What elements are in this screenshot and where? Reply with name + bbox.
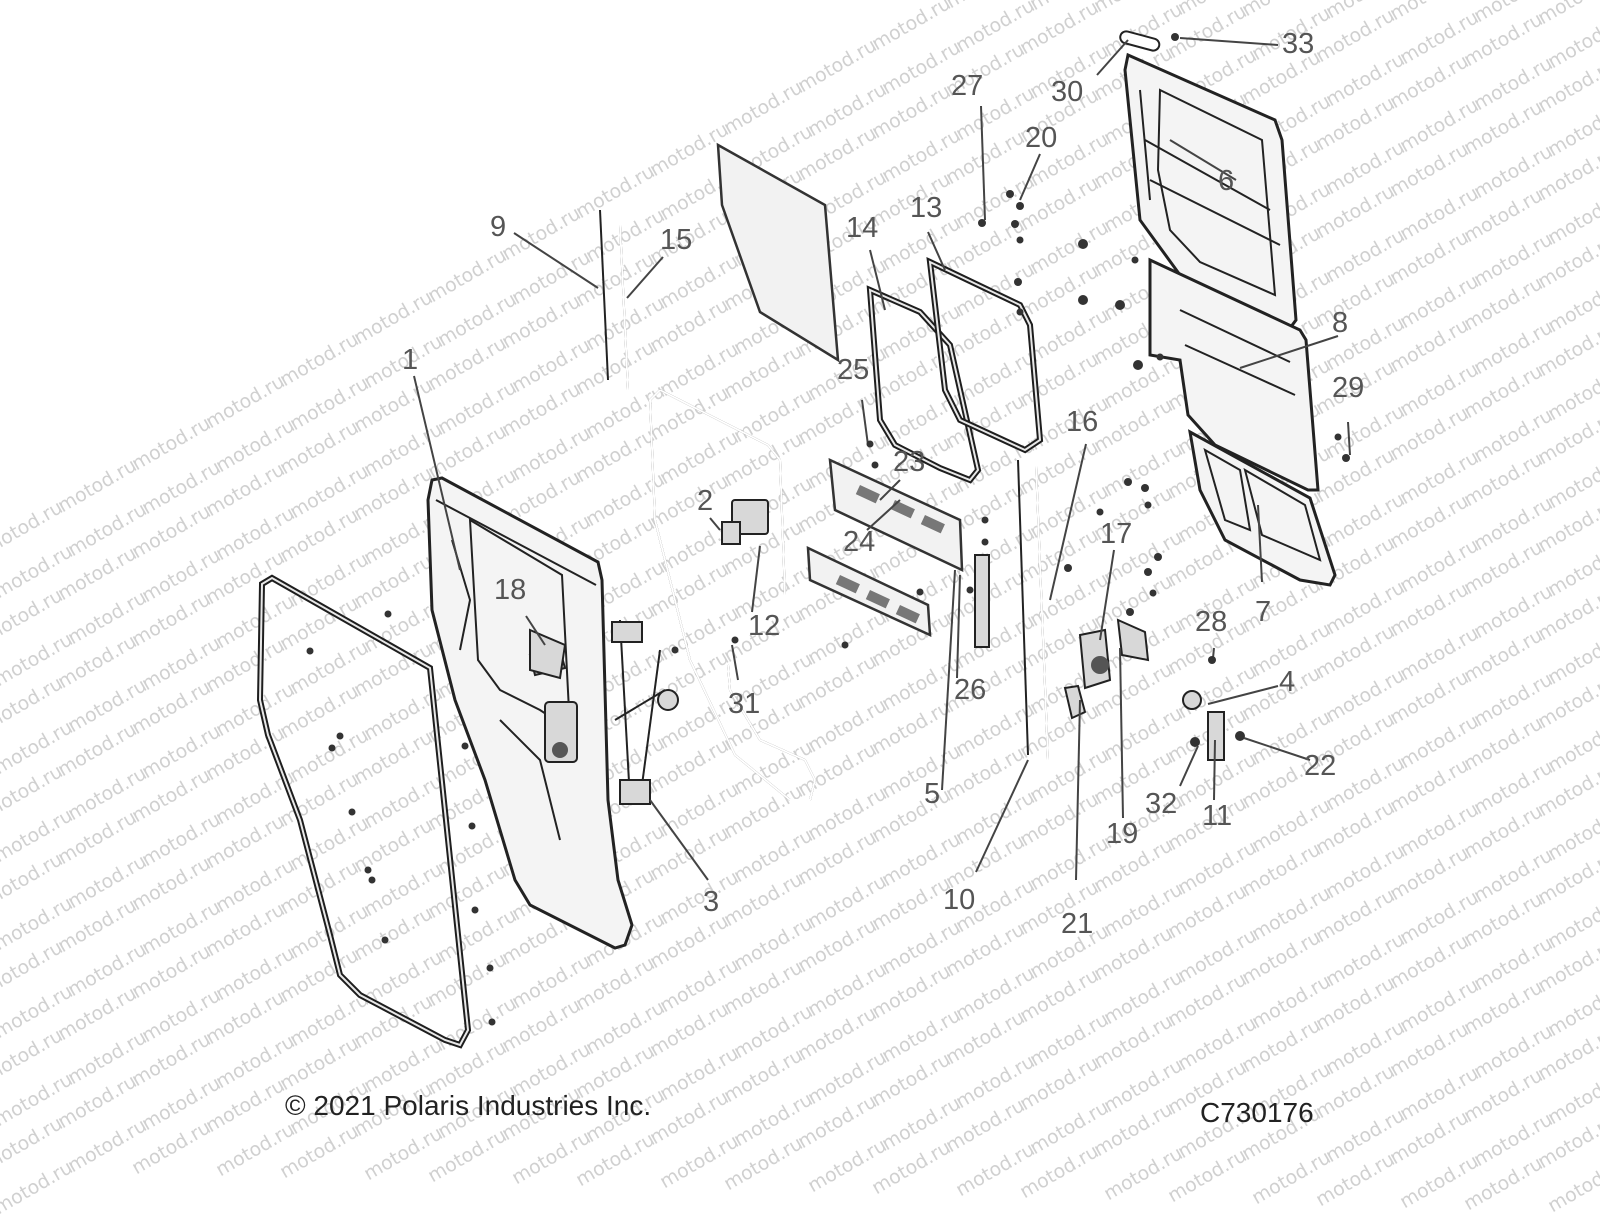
callout-16: 16 (1066, 406, 1099, 438)
part-inner-handle (529, 628, 567, 680)
callout-1: 1 (402, 344, 419, 376)
callout-11: 11 (1202, 800, 1233, 832)
copyright-text: © 2021 Polaris Industries Inc. (285, 1090, 652, 1121)
part-strips-10-16 (1017, 459, 1049, 761)
callout-25: 25 (837, 354, 870, 386)
callout-9: 9 (490, 211, 507, 243)
callout-6: 6 (1218, 165, 1235, 197)
part-latch-bracket (721, 499, 769, 545)
part-small-link (1119, 30, 1179, 52)
callout-3: 3 (703, 886, 720, 918)
part-window-regulator (611, 619, 679, 805)
callout-15: 15 (660, 224, 693, 256)
callout-5: 5 (924, 778, 941, 810)
callout-32: 32 (1145, 788, 1178, 820)
callout-24: 24 (843, 526, 876, 558)
callout-18: 18 (494, 574, 527, 606)
callout-2: 2 (697, 485, 714, 517)
part-outer-door-seal (256, 574, 472, 1049)
callout-21: 21 (1061, 908, 1094, 940)
callout-8: 8 (1332, 307, 1349, 339)
part-hinge-bracket (974, 554, 990, 648)
part-door-handle (1063, 618, 1150, 720)
callout-7: 7 (1255, 596, 1272, 628)
part-door-trim (1187, 429, 1337, 587)
callout-22: 22 (1304, 750, 1337, 782)
leader-lines (413, 37, 1351, 881)
fastener-dots (306, 190, 1350, 1026)
callout-13: 13 (910, 192, 943, 224)
callout-28: 28 (1195, 606, 1228, 638)
part-strips-9-15 (599, 209, 629, 391)
drawing-code: C730176 (1200, 1097, 1314, 1128)
callout-19: 19 (1106, 818, 1139, 850)
callout-20: 20 (1025, 122, 1058, 154)
callout-23: 23 (893, 446, 926, 478)
callout-14: 14 (846, 212, 879, 244)
callout-12: 12 (748, 610, 781, 642)
callout-30: 30 (1051, 76, 1084, 108)
callout-26: 26 (954, 674, 987, 706)
callout-33: 33 (1282, 28, 1315, 60)
callout-4: 4 (1279, 666, 1296, 698)
callout-31: 31 (728, 688, 761, 720)
part-latch-hardware (1182, 690, 1245, 761)
part-window-glass (716, 142, 840, 363)
callout-17: 17 (1100, 518, 1133, 550)
part-mount-plates (806, 457, 964, 638)
part-lower-door-frame (1148, 257, 1320, 492)
part-door-panel (426, 476, 634, 950)
callout-29: 29 (1332, 372, 1365, 404)
callout-10: 10 (943, 884, 976, 916)
callout-27: 27 (951, 70, 984, 102)
part-glass-run-channel (648, 389, 817, 801)
part-window-seals (866, 256, 1044, 484)
